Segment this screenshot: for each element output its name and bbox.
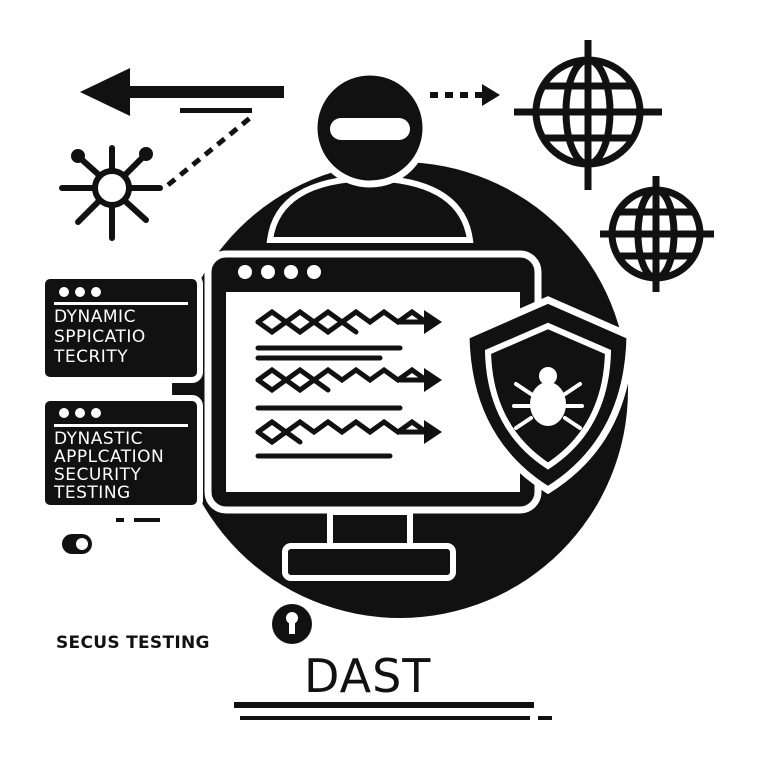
- card-2-line-1: DYNASTIC: [54, 429, 143, 449]
- divider-dash: [134, 518, 160, 522]
- hacker-icon: [266, 68, 474, 243]
- toggle-icon: [62, 534, 92, 554]
- title-underline-dash: [538, 716, 552, 720]
- info-card-2: DYNASTIC APPLCATION SECURITY TESTING: [39, 395, 203, 511]
- globe-icon-small: [600, 176, 714, 292]
- card-2-line-3: SECURITY: [54, 465, 142, 485]
- title-underline: [234, 702, 534, 708]
- card-1-line-3: TECRITY: [53, 347, 128, 367]
- card-2-line-2: APPLCATION: [54, 447, 164, 467]
- card-2-line-4: TESTING: [53, 483, 131, 503]
- divider-dash: [116, 518, 124, 522]
- card-1-line-1: DYNAMIC: [54, 307, 136, 327]
- card-1-line-2: SPPICATIO: [54, 327, 146, 347]
- left-arrow-icon: [80, 68, 284, 116]
- caption-text: SECUS TESTING: [56, 633, 210, 653]
- network-node-icon: [59, 145, 163, 241]
- keyhole-icon: [272, 604, 312, 644]
- page-title: DAST: [304, 649, 431, 703]
- info-card-1: DYNAMIC SPPICATIO TECRITY: [39, 273, 203, 383]
- dashed-link: [166, 116, 252, 187]
- dashed-arrow-icon: [430, 84, 500, 106]
- title-underline-2: [240, 716, 530, 720]
- globe-icon: [514, 40, 662, 190]
- shield-bug-icon: [462, 296, 634, 495]
